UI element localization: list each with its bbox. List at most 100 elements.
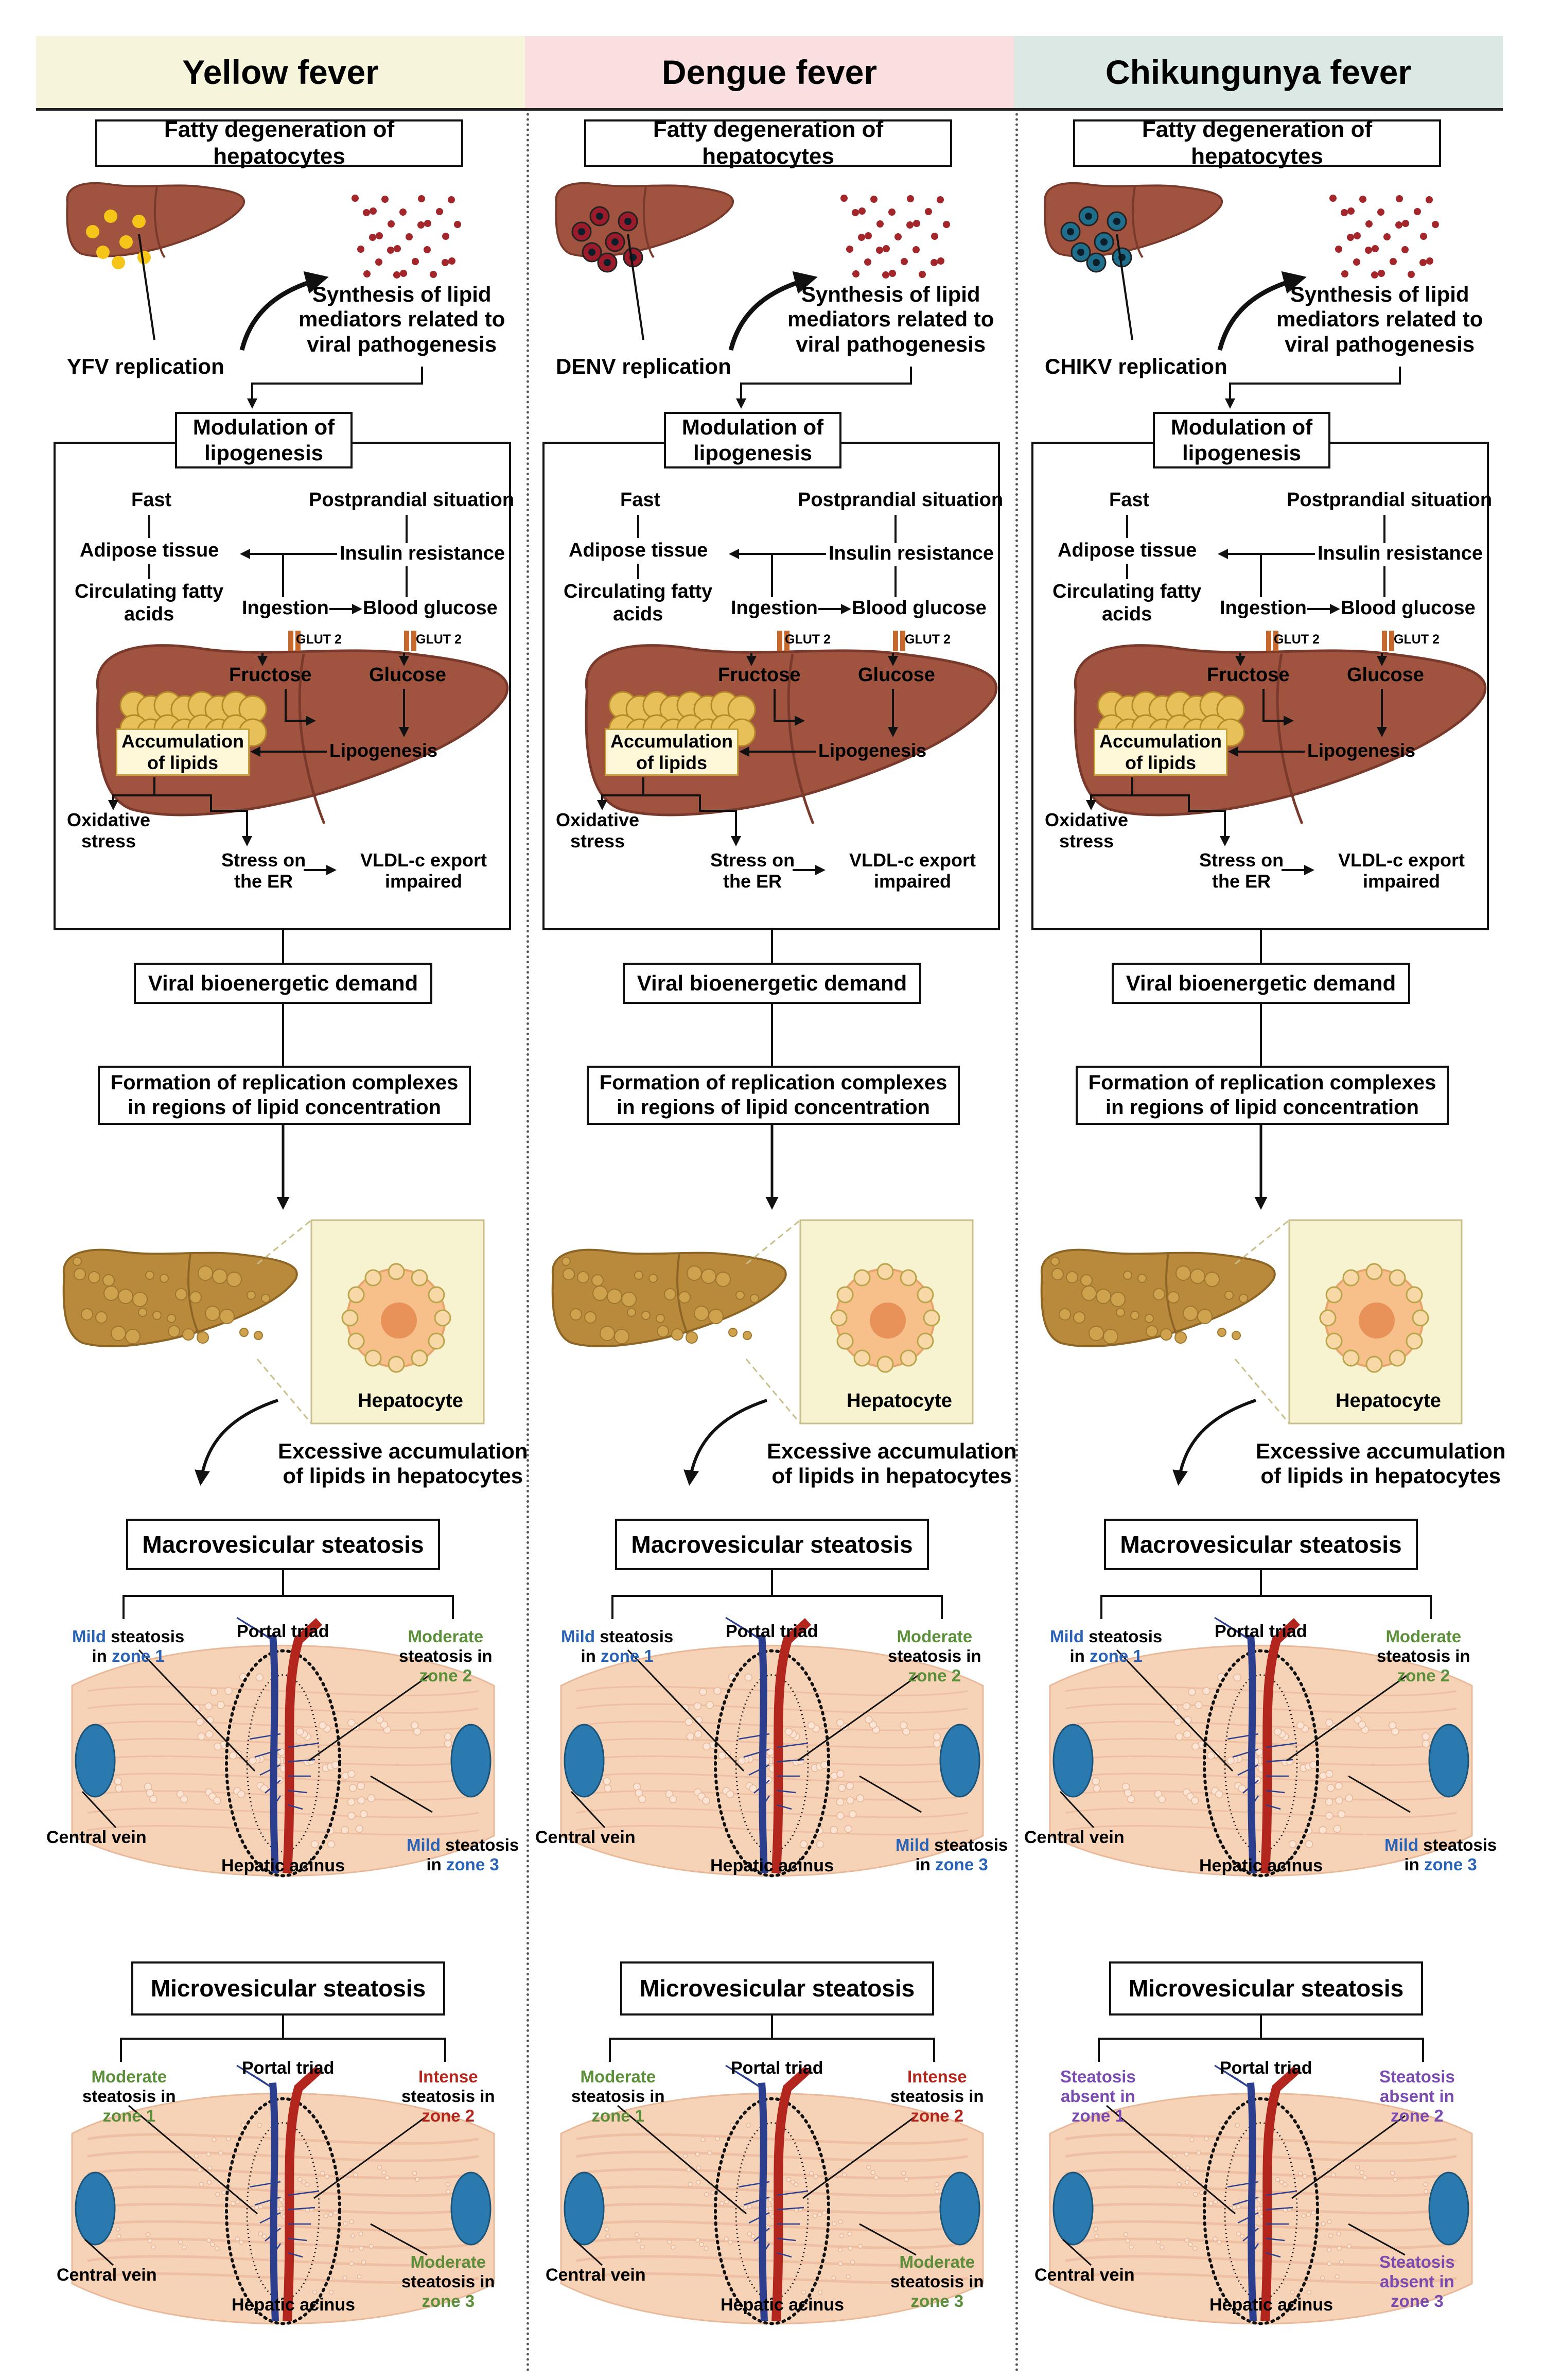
- column-separator: [1015, 36, 1018, 2373]
- hepatic-artery: [771, 1618, 812, 1873]
- circulating-label-line: acids: [1102, 603, 1152, 625]
- lipid-mediator-dot: [1335, 246, 1342, 253]
- bioenergetic-box: Viral bioenergetic demand: [1112, 963, 1410, 1004]
- lipid-mediator-dot: [1390, 258, 1397, 265]
- zone-severity: Moderate: [897, 1627, 973, 1646]
- zone-label-rest: steatosis: [934, 1835, 1008, 1854]
- zone-name: zone 2: [1397, 1665, 1450, 1685]
- acinus-diagram: [71, 2064, 495, 2325]
- lipid-mediator-dot: [400, 270, 407, 277]
- zone-prefix: in: [915, 1854, 936, 1874]
- curved-arrow: [239, 271, 329, 351]
- lipid-mediator-dot: [1347, 207, 1355, 215]
- modulation-line: Modulation of: [192, 415, 335, 440]
- fatty-degeneration-box: Fatty degeneration of hepatocytes: [95, 117, 463, 169]
- acinus-inner-zone: [735, 1674, 809, 1853]
- lipid-mediator-dot: [1414, 208, 1421, 215]
- excessive-label-line: Excessive accumulation: [278, 1439, 528, 1463]
- acinus-outer-zone: [1203, 1649, 1319, 1878]
- zone-prefix: in: [426, 1854, 447, 1874]
- zone-label-rest: steatosis in: [399, 1646, 493, 1665]
- lipid-mediator-dot: [393, 271, 400, 279]
- glut2-transporter-icon: [1389, 631, 1394, 651]
- hepatocyte-nucleus-icon: [381, 1302, 417, 1339]
- lipid-mediator-dot: [882, 271, 889, 279]
- portal-vein: [269, 1635, 279, 1873]
- micro-zone-line: Steatosis: [1060, 2067, 1136, 2086]
- curved-arrow: [1217, 271, 1307, 351]
- circulating-label-line: Circulating fatty: [564, 581, 713, 602]
- macrovesicular-box: Macrovesicular steatosis: [1104, 1519, 1418, 1570]
- glut2-transporter-icon: [1382, 631, 1387, 651]
- replication-complexes-line: Formation of replication complexes: [1088, 1071, 1436, 1095]
- lipid-mediator-dot: [381, 196, 389, 203]
- replication-complexes-line: in regions of lipid concentration: [1106, 1096, 1419, 1119]
- oxidative-label-line: Oxidative: [1045, 809, 1129, 830]
- glut2-transporter-icon: [1273, 631, 1278, 651]
- portal-vein: [758, 2082, 768, 2321]
- glut2-transporter-icon: [411, 631, 416, 651]
- zone-name: zone 1: [601, 1646, 654, 1665]
- adipose-label: Adipose tissue: [80, 540, 219, 561]
- zone-label-rest: steatosis: [445, 1835, 519, 1854]
- vldl-label-line: VLDL-c export: [1338, 849, 1465, 871]
- replication-label: DENV replication: [556, 354, 731, 378]
- blood-glucose-label: Blood glucose: [852, 597, 987, 619]
- micro-zone-line: zone 1: [1072, 2106, 1125, 2125]
- lipid-mediator-dot: [931, 233, 938, 240]
- lipid-mediator-dot: [846, 246, 853, 253]
- lipid-mediator-dot: [1408, 271, 1415, 278]
- portal-triad-label: Portal triad: [1215, 1622, 1307, 1641]
- lipid-mediator-dot: [858, 207, 866, 215]
- lipid-mediator-dot: [406, 233, 413, 240]
- hepatic-acinus-label: Hepatic acinus: [1209, 2295, 1333, 2315]
- glut2-transporter-icon: [777, 631, 782, 651]
- ingestion-label: Ingestion: [242, 597, 329, 619]
- lipid-mediator-dot: [913, 246, 920, 253]
- zone-label-line2: in zone 1: [72, 1646, 184, 1666]
- micro-zone-line: Moderate: [410, 2252, 486, 2271]
- lipid-mediator-dot: [894, 233, 902, 240]
- lipid-mediator-dot: [448, 196, 455, 203]
- zone-severity: Mild: [72, 1627, 106, 1646]
- zone-label-rest: steatosis in: [1377, 1646, 1470, 1665]
- lipid-mediator-dot: [1329, 195, 1337, 202]
- replication-label: CHIKV replication: [1045, 354, 1227, 378]
- central-vein-shape: [939, 2171, 980, 2246]
- lipid-mediator-dot: [1353, 258, 1360, 266]
- lipid-mediator-dot: [424, 220, 431, 227]
- lipid-mediator-dot: [357, 246, 364, 253]
- postprandial-label: Postprandial situation: [798, 489, 1004, 511]
- lipogenesis-label: Lipogenesis: [329, 740, 438, 761]
- central-vein-label: Central vein: [535, 1828, 636, 1847]
- zone-severity: Moderate: [1385, 1627, 1462, 1646]
- glut2-transporter-icon: [1266, 631, 1271, 651]
- central-vein-shape: [1428, 2171, 1469, 2246]
- fructose-label: Fructose: [1207, 664, 1290, 686]
- lipid-mediator-dot: [919, 271, 926, 278]
- column-drawings: [54, 182, 511, 2325]
- virus-particle-icon: [137, 251, 151, 264]
- central-vein-shape: [1052, 2171, 1094, 2246]
- lipid-mediator-dot: [865, 232, 872, 239]
- modulation-line: lipogenesis: [693, 441, 813, 465]
- lipid-mediator-dot: [913, 220, 920, 227]
- fructose-label: Fructose: [718, 664, 801, 686]
- central-vein-label: Central vein: [1024, 1828, 1125, 1847]
- zone-label-line2: in zone 1: [561, 1646, 673, 1666]
- portal-vein: [269, 2082, 279, 2321]
